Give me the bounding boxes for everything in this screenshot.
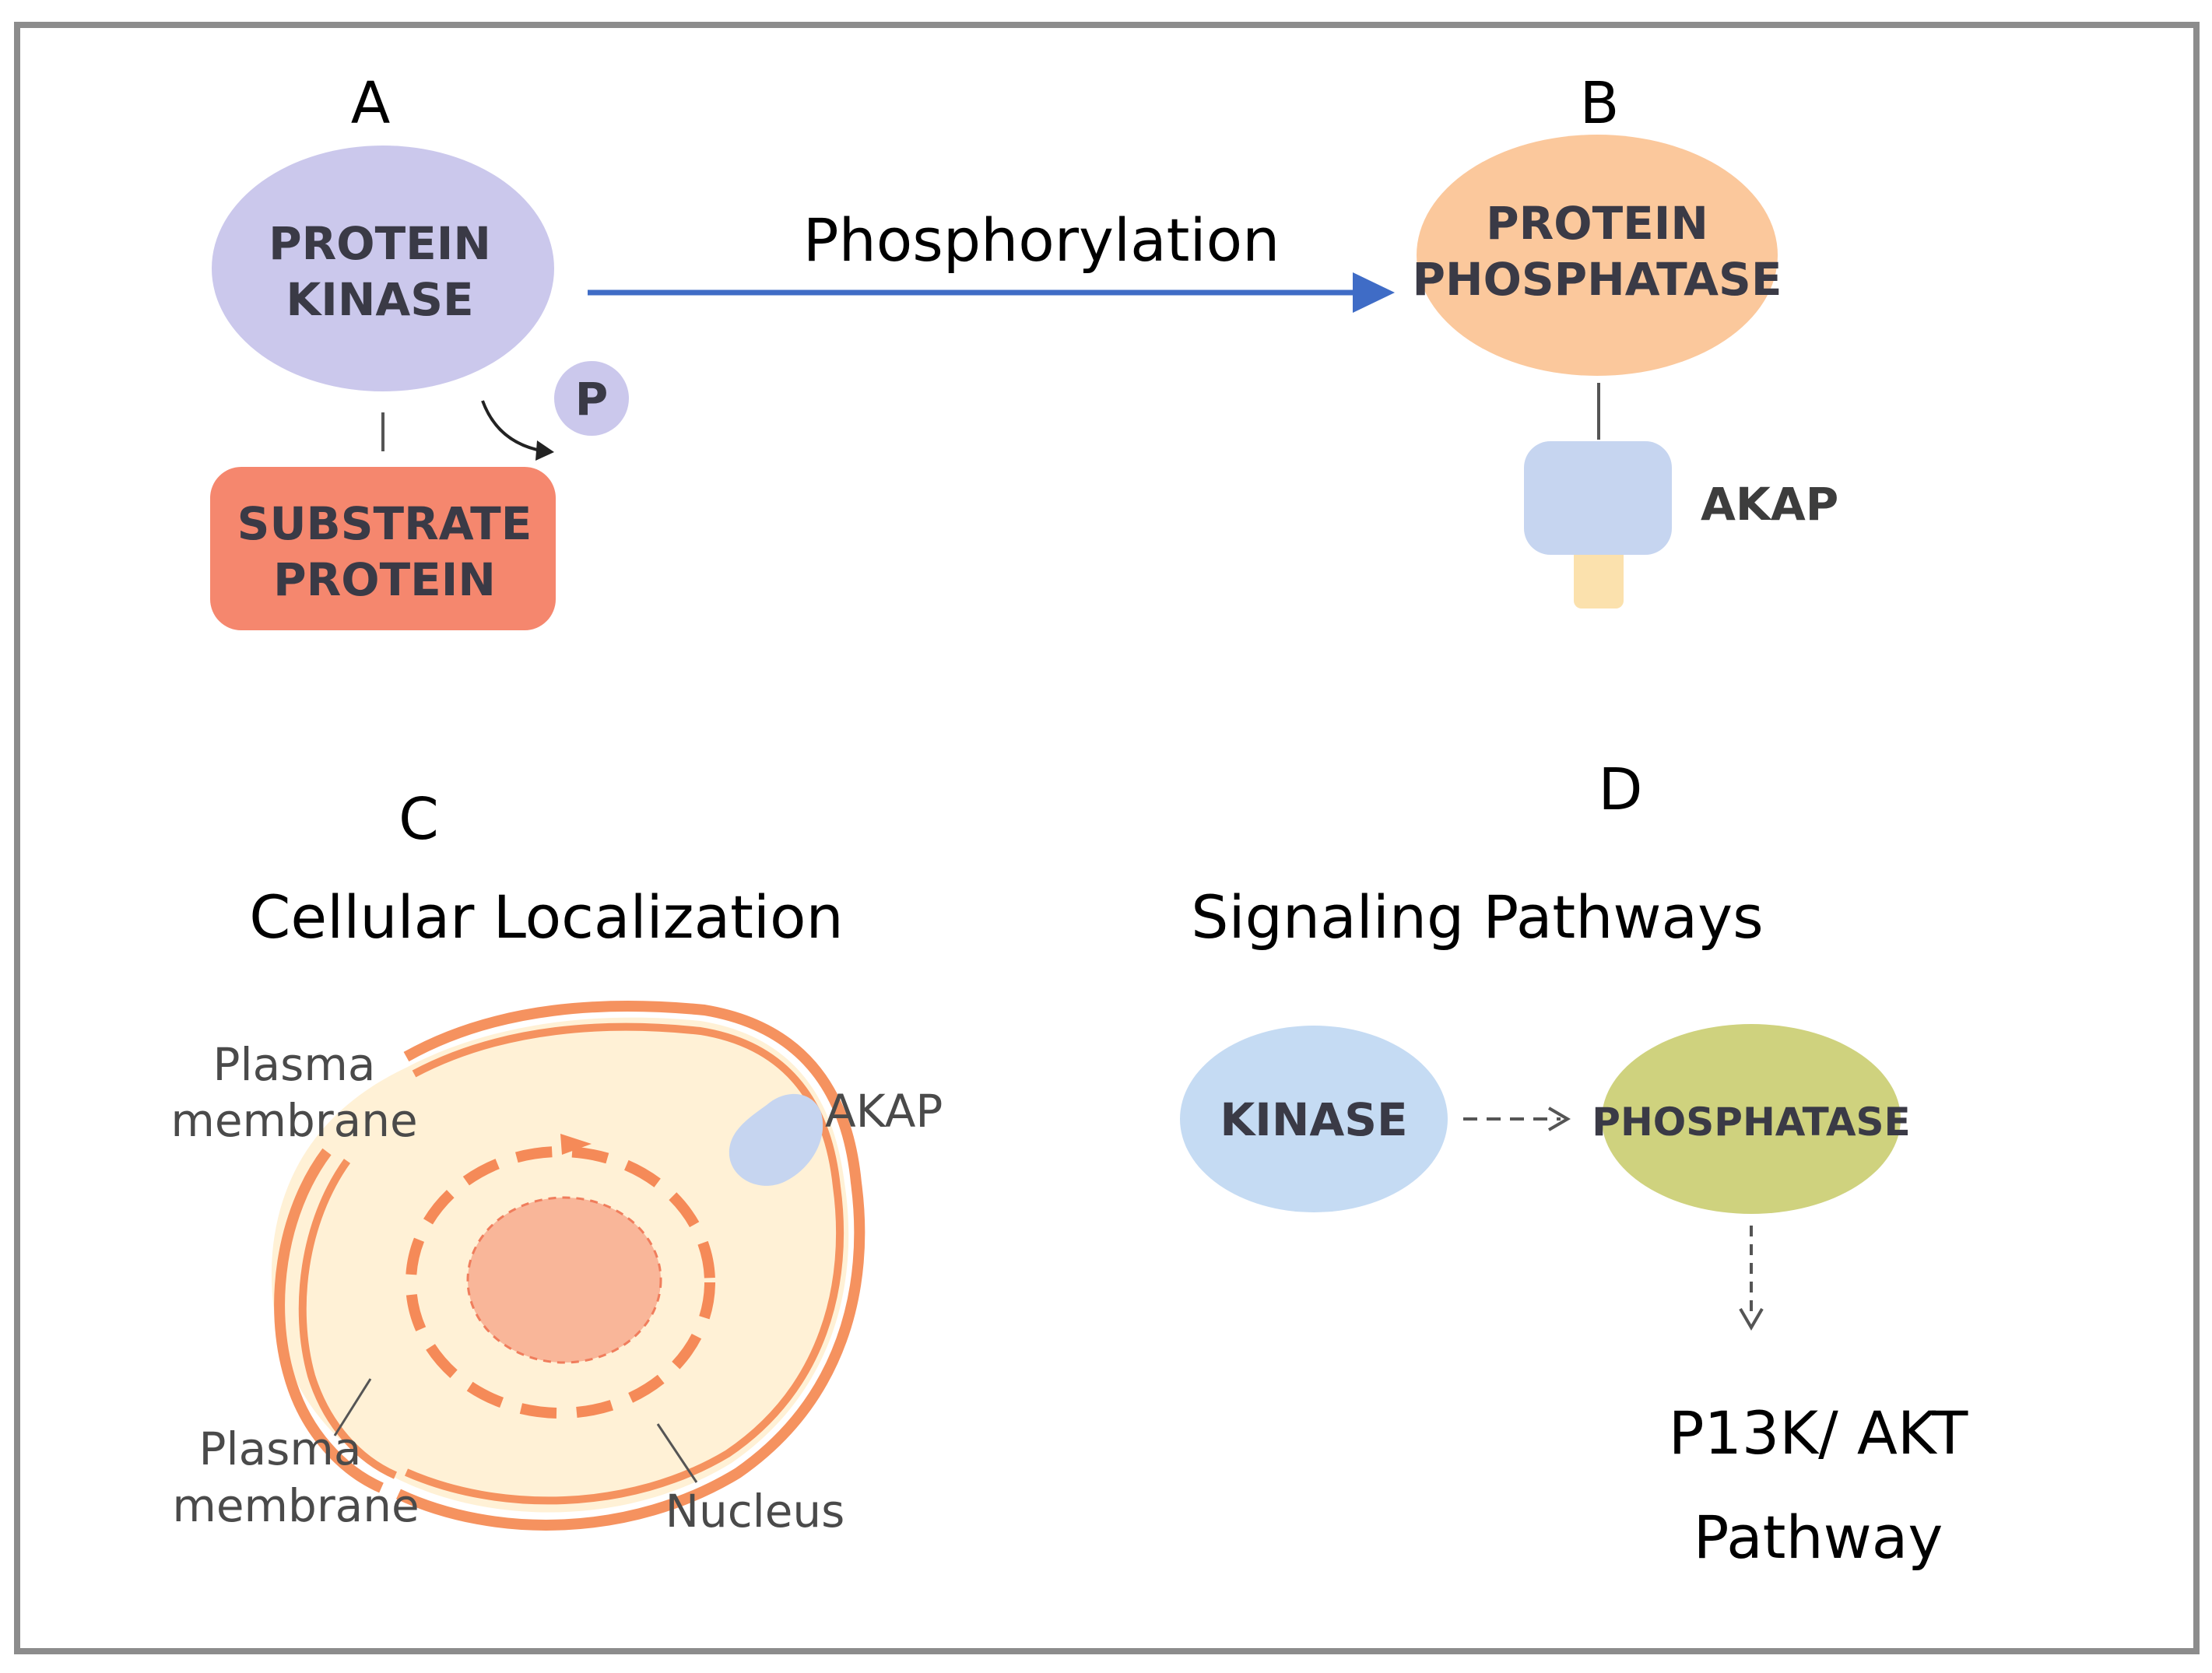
phosphorylation-label: Phosphorylation — [803, 205, 1280, 275]
nucleus-label: Nucleus — [665, 1485, 845, 1538]
plasma-membrane-left-inner — [298, 1159, 398, 1479]
phosphorylation-arrowhead — [1353, 272, 1395, 313]
plasma-membrane-bottom-pointer — [333, 1378, 372, 1436]
protein-kinase-label-line1: PROTEIN — [269, 217, 491, 270]
plasma-membrane-left-outer — [274, 1148, 384, 1493]
envelope-arrowhead — [560, 1134, 592, 1155]
kinase-to-phosphatase-arrowhead — [1547, 1107, 1571, 1131]
substrate-protein-box — [210, 467, 556, 630]
plasma-membrane-bottom-line1: Plasma — [199, 1422, 362, 1475]
protein-phosphatase-blob — [1417, 135, 1778, 376]
kinase-label-d: KINASE — [1220, 1093, 1407, 1146]
protein-kinase-blob — [212, 146, 554, 391]
plasma-membrane-top-line1: Plasma — [213, 1038, 376, 1091]
akap-label-c: AKAP — [825, 1085, 943, 1138]
panel-b-letter: B — [1580, 70, 1620, 137]
panel-c-title: Cellular Localization — [249, 882, 843, 952]
phosphatase-label-line1: PROTEIN — [1486, 197, 1708, 250]
plasma-membrane-outer — [396, 1001, 865, 1531]
plasma-membrane-bottom-line2: membrane — [172, 1479, 419, 1532]
phosphatase-label-d: PHOSPHATASE — [1592, 1100, 1910, 1145]
akap-box — [1524, 441, 1672, 555]
akap-label-b: AKAP — [1701, 478, 1838, 531]
substrate-label-line1: SUBSTRATE — [237, 497, 532, 550]
phosphate-circle — [554, 361, 629, 436]
panel-d-title: Signaling Pathways — [1191, 882, 1763, 952]
phosphate-release-arrow — [481, 400, 546, 453]
pathway-label-line2: Pathway — [1694, 1503, 1943, 1572]
nucleus-inner-dashed — [466, 1196, 662, 1364]
plasma-membrane-inner — [404, 1022, 844, 1505]
phosphatase-label-line2: PHOSPHATASE — [1413, 253, 1782, 306]
nucleus-body — [468, 1198, 661, 1363]
pathway-label-line1: P13K/ AKT — [1669, 1398, 1968, 1468]
panel-c-letter: C — [399, 786, 439, 853]
akap-membrane-anchor — [729, 1093, 823, 1186]
nucleus-pointer — [656, 1423, 698, 1483]
phosphate-release-arrowhead — [535, 440, 554, 461]
phosphate-label: P — [575, 373, 609, 426]
phosphatase-blob-d — [1602, 1024, 1901, 1214]
protein-kinase-label-line2: KINASE — [286, 273, 473, 326]
nuclear-envelope-dashed — [406, 1146, 715, 1419]
kinase-blob-d — [1180, 1026, 1448, 1212]
panel-a-letter: A — [351, 70, 391, 137]
phosphatase-to-pathway-arrowhead — [1739, 1307, 1764, 1331]
panel-d-letter: D — [1599, 756, 1643, 823]
plasma-membrane-top-line2: membrane — [170, 1094, 417, 1147]
substrate-label-line2: PROTEIN — [273, 553, 496, 606]
